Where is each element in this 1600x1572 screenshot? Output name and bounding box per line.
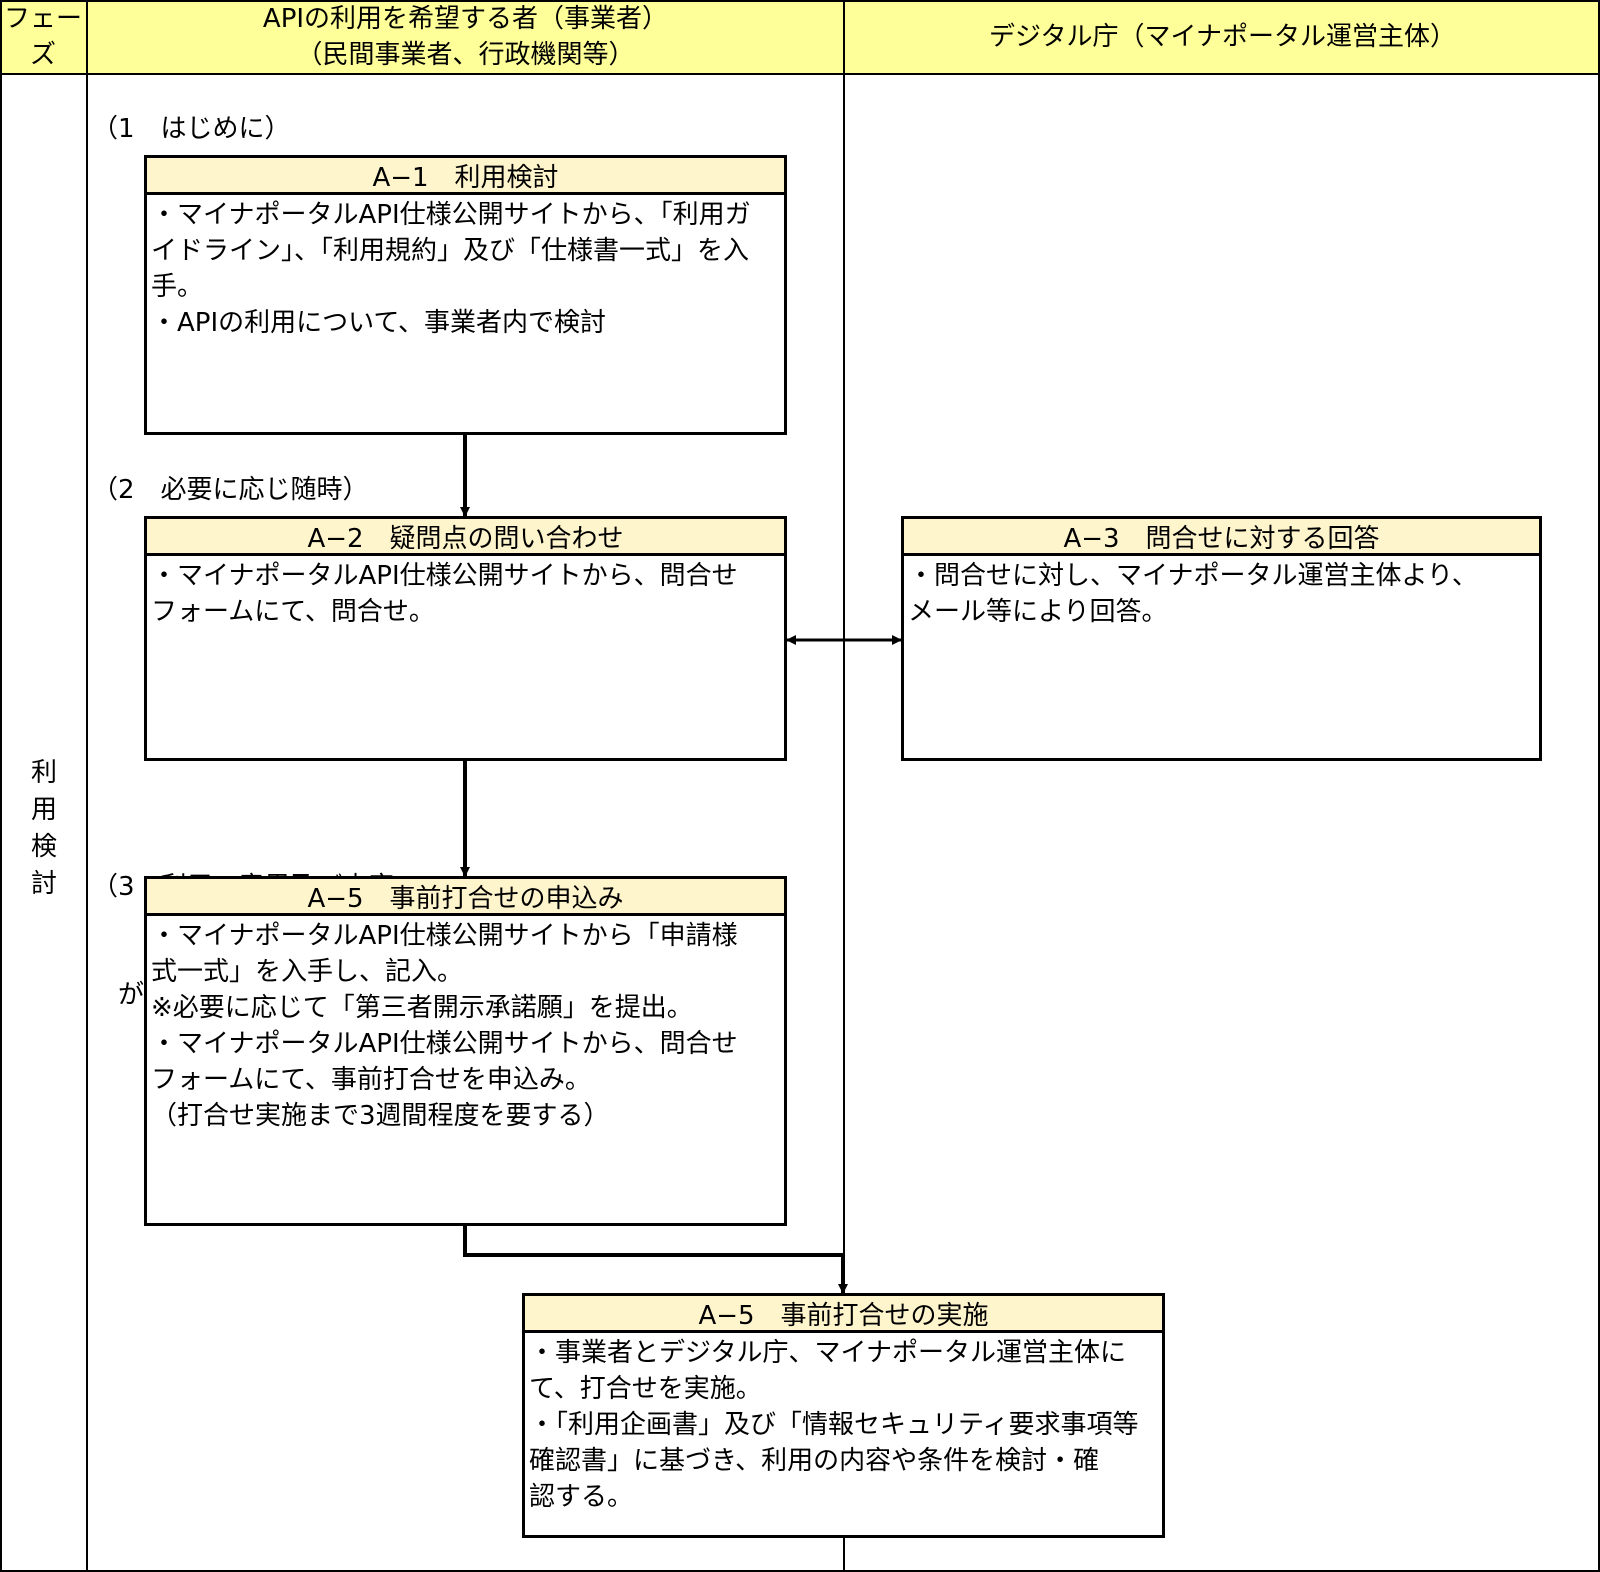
process-box-a3: A−3 問合せに対する回答 ・問合せに対し、マイナポータル運営主体より、 メール… bbox=[901, 516, 1542, 761]
grid-right-border bbox=[1598, 0, 1600, 1572]
process-box-a5-conduct-line: 認する。 bbox=[529, 1482, 634, 1512]
process-box-a5-apply-line: ・マイナポータルAPI仕様公開サイトから「申請様 bbox=[151, 921, 738, 951]
process-box-a5-apply-line: ・マイナポータルAPI仕様公開サイトから、問合せ bbox=[151, 1029, 738, 1059]
phase-column-header-line-2: ズ bbox=[29, 39, 56, 70]
phase-label-char: 討 bbox=[30, 869, 57, 899]
phase-label-usage-review: 利 用 検 討 bbox=[0, 755, 88, 903]
process-box-a5-conduct-line: て、打合せを実施。 bbox=[529, 1374, 762, 1404]
applicant-column-header: APIの利用を希望する者（事業者） （民間事業者、行政機関等） bbox=[88, 0, 843, 73]
grid-left-border bbox=[0, 0, 2, 1572]
process-box-a1-line: 手。 bbox=[151, 272, 204, 302]
process-box-a5-apply-line: 式一式」を入手し、記入。 bbox=[151, 957, 464, 987]
process-box-a2: A−2 疑問点の問い合わせ ・マイナポータルAPI仕様公開サイトから、問合せ フ… bbox=[144, 516, 787, 761]
process-box-a5-conduct-line: ・「利用企画書」及び「情報セキュリティ要求事項等 bbox=[529, 1410, 1139, 1440]
process-box-a1-line: イドライン」、「利用規約」及び「仕様書一式」を入 bbox=[151, 236, 750, 266]
grid-header-bottom-border bbox=[0, 73, 1600, 75]
process-box-a5-conduct-line: ・事業者とデジタル庁、マイナポータル運営主体に bbox=[529, 1338, 1126, 1368]
step-note-1: （1 はじめに） bbox=[92, 114, 291, 144]
phase-label-char: 利 bbox=[30, 758, 57, 788]
agency-column-header: デジタル庁（マイナポータル運営主体） bbox=[845, 0, 1600, 73]
process-box-a3-line: ・問合せに対し、マイナポータル運営主体より、 bbox=[908, 561, 1478, 591]
process-box-a5-apply-line: （打合せ実施まで3週間程度を要する） bbox=[151, 1101, 610, 1131]
process-box-a3-line: メール等により回答。 bbox=[908, 597, 1168, 627]
process-box-a5-apply-title: A−5 事前打合せの申込み bbox=[147, 879, 784, 916]
agency-column-header-label: デジタル庁（マイナポータル運営主体） bbox=[989, 21, 1456, 52]
process-box-a2-line: フォームにて、問合せ。 bbox=[151, 597, 435, 627]
process-box-a5-apply: A−5 事前打合せの申込み ・マイナポータルAPI仕様公開サイトから「申請様 式… bbox=[144, 876, 787, 1226]
process-box-a1-line: ・マイナポータルAPI仕様公開サイトから、「利用ガ bbox=[151, 200, 751, 230]
phase-column-header-line-1: フェー bbox=[3, 3, 82, 34]
process-box-a5-apply-line: ※必要に応じて「第三者開示承諾願」を提出。 bbox=[151, 993, 693, 1023]
process-box-a5-conduct-line: 確認書」に基づき、利用の内容や条件を検討・確 bbox=[529, 1446, 1100, 1476]
process-box-a5-apply-line: フォームにて、事前打合せを申込み。 bbox=[151, 1065, 591, 1095]
grid-bottom-border bbox=[0, 1570, 1600, 1572]
applicant-column-header-line-1: APIの利用を希望する者（事業者） bbox=[262, 3, 669, 34]
phase-column-header: フェー ズ bbox=[0, 0, 86, 73]
process-box-a5-apply-body: ・マイナポータルAPI仕様公開サイトから「申請様 式一式」を入手し、記入。 ※必… bbox=[147, 916, 784, 1134]
process-box-a5-conduct-title: A−5 事前打合せの実施 bbox=[525, 1296, 1162, 1333]
process-box-a1-line: ・APIの利用について、事業者内で検討 bbox=[151, 308, 607, 338]
process-box-a3-title: A−3 問合せに対する回答 bbox=[904, 519, 1539, 556]
step-note-2: （2 必要に応じ随時） bbox=[92, 475, 369, 505]
process-box-a5-conduct: A−5 事前打合せの実施 ・事業者とデジタル庁、マイナポータル運営主体に て、打… bbox=[522, 1293, 1165, 1538]
process-box-a5-conduct-body: ・事業者とデジタル庁、マイナポータル運営主体に て、打合せを実施。 ・「利用企画… bbox=[525, 1333, 1162, 1515]
arrow-a5-apply-to-a5-conduct bbox=[463, 1226, 848, 1294]
applicant-column-header-line-2: （民間事業者、行政機関等） bbox=[296, 39, 635, 70]
process-box-a2-title: A−2 疑問点の問い合わせ bbox=[147, 519, 784, 556]
process-box-a1-title: A−1 利用検討 bbox=[147, 158, 784, 195]
process-box-a1-body: ・マイナポータルAPI仕様公開サイトから、「利用ガ イドライン」、「利用規約」及… bbox=[147, 195, 784, 341]
process-box-a2-body: ・マイナポータルAPI仕様公開サイトから、問合せ フォームにて、問合せ。 bbox=[147, 556, 784, 630]
process-box-a2-line: ・マイナポータルAPI仕様公開サイトから、問合せ bbox=[151, 561, 738, 591]
phase-label-char: 用 bbox=[30, 795, 57, 825]
grid-phase-divider bbox=[86, 0, 88, 1572]
grid-top-border bbox=[0, 0, 1600, 2]
grid-lane-divider bbox=[843, 0, 845, 1572]
phase-label-char: 検 bbox=[30, 832, 57, 862]
process-box-a3-body: ・問合せに対し、マイナポータル運営主体より、 メール等により回答。 bbox=[904, 556, 1539, 630]
process-box-a1: A−1 利用検討 ・マイナポータルAPI仕様公開サイトから、「利用ガ イドライン… bbox=[144, 155, 787, 435]
